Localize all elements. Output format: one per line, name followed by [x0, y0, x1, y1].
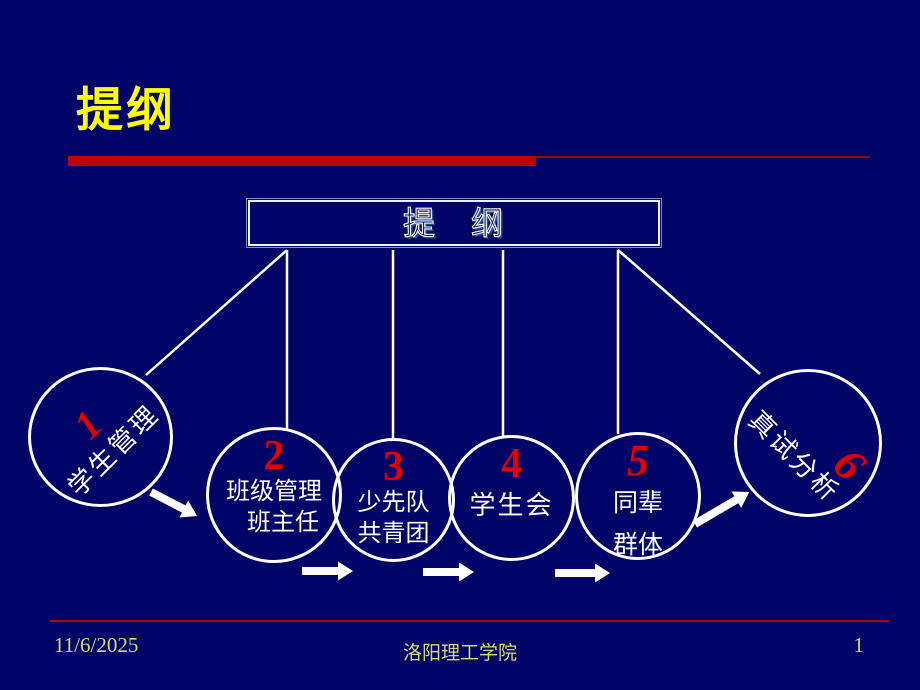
topic-circle-4: 4 学生会: [448, 435, 575, 561]
flow-arrow-icon: [302, 561, 353, 581]
flow-arrow-icon: [692, 491, 750, 528]
topic-circle-6: 6 真试分析: [734, 369, 882, 517]
title-underline-thin: [536, 156, 870, 158]
topic-label: 共青团: [357, 521, 430, 548]
topic-circle-3: 3 少先队 共青团: [332, 438, 455, 562]
flow-arrow-icon: [149, 488, 198, 518]
topic-label: 少先队: [357, 490, 430, 516]
footer-page-number: 1: [853, 633, 865, 657]
flow-arrow-icon: [555, 563, 610, 583]
topic-label: 班级管理: [226, 479, 322, 505]
topic-label: 真试分析: [742, 405, 846, 509]
title-underline-thick: [68, 156, 536, 166]
topic-number: 5: [627, 436, 649, 485]
topic-label: 同辈: [612, 490, 663, 517]
footer-date: 11/6/2025: [54, 633, 139, 657]
topic-number: 4: [501, 441, 522, 487]
footer-school: 洛阳理工学院: [402, 643, 517, 664]
topic-number: 3: [383, 444, 404, 490]
outline-box-title: 提 纲: [402, 205, 505, 241]
topic-label: 班主任: [247, 510, 319, 537]
flow-arrow-icon: [423, 562, 474, 582]
topic-circle-5: 5 同辈 群体: [575, 432, 701, 560]
footer-divider: [50, 620, 889, 622]
topic-circle-2: 2 班级管理 班主任: [206, 427, 342, 563]
topic-label: 学生会: [469, 491, 554, 520]
topic-circle-1: 1 学生管理: [28, 367, 173, 507]
outline-box: 提 纲: [246, 198, 662, 248]
page-title: 提纲: [76, 85, 176, 137]
topic-label: 群体: [612, 532, 663, 559]
topic-number: 2: [263, 433, 285, 479]
